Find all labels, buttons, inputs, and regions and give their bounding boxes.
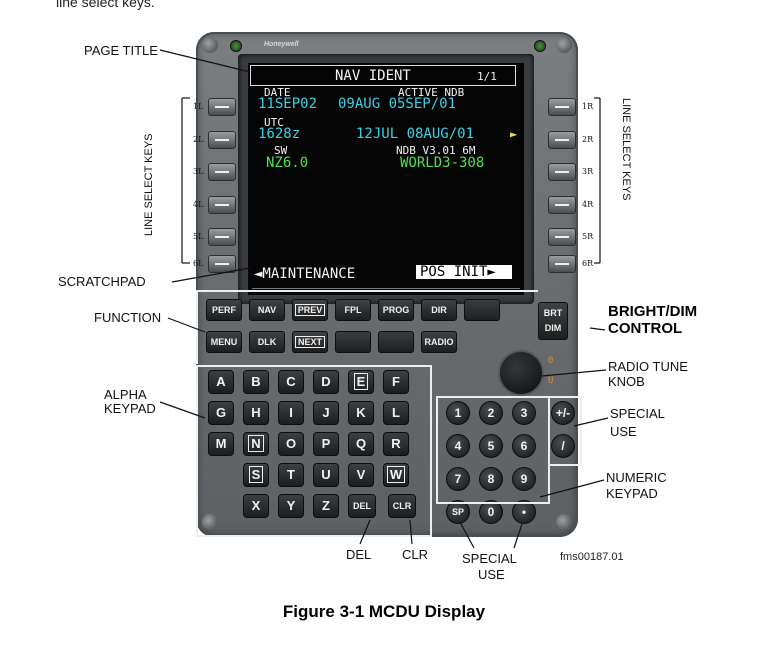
label-del: DEL (346, 547, 371, 562)
figure-caption: Figure 3-1 MCDU Display (0, 602, 768, 622)
lsk-label-5l: 5L (193, 232, 203, 241)
lsk-4l[interactable] (208, 196, 236, 214)
screen-row-5: 1628z (258, 127, 300, 141)
pos-init-prompt: POS INIT► (416, 265, 512, 279)
brand-logo: Honeywell (264, 41, 299, 48)
lsk-1l[interactable] (208, 98, 236, 116)
label-alpha-keypad-2: KEYPAD (104, 401, 156, 416)
label-line-select-keys-right: LINE SELECT KEYS (620, 98, 632, 201)
lsk-label-6r: 6R (582, 259, 593, 268)
label-special-bottom-2: USE (478, 567, 505, 582)
lsk-label-2l: 2L (193, 135, 203, 144)
label-line-select-keys-left: LINE SELECT KEYS (143, 133, 155, 236)
top-cut-text: line select keys. (56, 0, 155, 10)
lsk-3l[interactable] (208, 163, 236, 181)
label-special-bottom-1: SPECIAL (462, 551, 517, 566)
screen-row-10: WORLD3-308 (400, 156, 484, 170)
label-special-use-1: SPECIAL (610, 406, 665, 421)
lsk-2l[interactable] (208, 131, 236, 149)
label-bright-dim-2: CONTROL (608, 320, 682, 337)
lsk-label-3l: 3L (193, 167, 203, 176)
lsk-6r[interactable] (548, 255, 576, 273)
label-clr: CLR (402, 547, 428, 562)
label-function: FUNCTION (94, 310, 161, 325)
lsk-label-1l: 1L (193, 102, 203, 111)
lsk-label-3r: 3R (582, 167, 593, 176)
screen-row-3: 09AUG 05SEP/01 (338, 97, 456, 111)
lsk-4r[interactable] (548, 196, 576, 214)
lsk-2r[interactable] (548, 131, 576, 149)
dim-label: DIM (539, 321, 567, 336)
screen-page-title: NAV IDENT (335, 69, 411, 83)
status-led-icon (534, 40, 546, 52)
lsk-label-2r: 2R (582, 135, 593, 144)
lsk-5l[interactable] (208, 228, 236, 246)
screw-icon (556, 37, 572, 53)
label-alpha-keypad-1: ALPHA (104, 387, 147, 402)
screen-row-2: 11SEP02 (258, 97, 317, 111)
label-figure-id: fms00187.01 (560, 552, 624, 563)
label-scratchpad: SCRATCHPAD (58, 274, 146, 289)
knob-mark-top: 0 (548, 356, 553, 366)
lsk-label-1r: 1R (582, 102, 593, 111)
alpha-keypad-frame (196, 365, 432, 537)
lsk-label-4l: 4L (193, 200, 203, 209)
lsk-label-6l: 6L (193, 259, 203, 268)
lsk-label-4r: 4R (582, 200, 593, 209)
lsk-3r[interactable] (548, 163, 576, 181)
screen-row-11: ◄MAINTENANCE (254, 267, 355, 281)
knob-mark-bottom: U (548, 376, 553, 386)
lsk-5r[interactable] (548, 228, 576, 246)
screen-page-number: 1/1 (477, 71, 497, 82)
status-led-icon (230, 40, 242, 52)
scratchpad-line (252, 288, 520, 289)
label-bright-dim-1: BRIGHT/DIM (608, 303, 697, 320)
label-page-title: PAGE TITLE (84, 43, 158, 58)
screen-row-9: NZ6.0 (266, 156, 308, 170)
lsk-label-5r: 5R (582, 232, 593, 241)
label-radio-tune-1: RADIO TUNE (608, 359, 688, 374)
function-keys-frame (196, 290, 538, 364)
lsk-1r[interactable] (548, 98, 576, 116)
label-special-use-2: USE (610, 424, 637, 439)
screw-icon (556, 514, 572, 530)
screw-icon (202, 37, 218, 53)
label-radio-tune-2: KNOB (608, 374, 645, 389)
special-keys-frame (548, 396, 582, 466)
bright-label: BRT (539, 306, 567, 321)
label-numeric-2: KEYPAD (606, 486, 658, 501)
numeric-keypad-frame (436, 396, 550, 504)
page-title-box: NAV IDENT 1/1 (250, 65, 516, 86)
screen-row-6: 12JUL 08AUG/01 (356, 127, 474, 141)
lsk-6l[interactable] (208, 255, 236, 273)
arrow-right-icon: ► (510, 127, 517, 141)
label-numeric-1: NUMERIC (606, 470, 667, 485)
